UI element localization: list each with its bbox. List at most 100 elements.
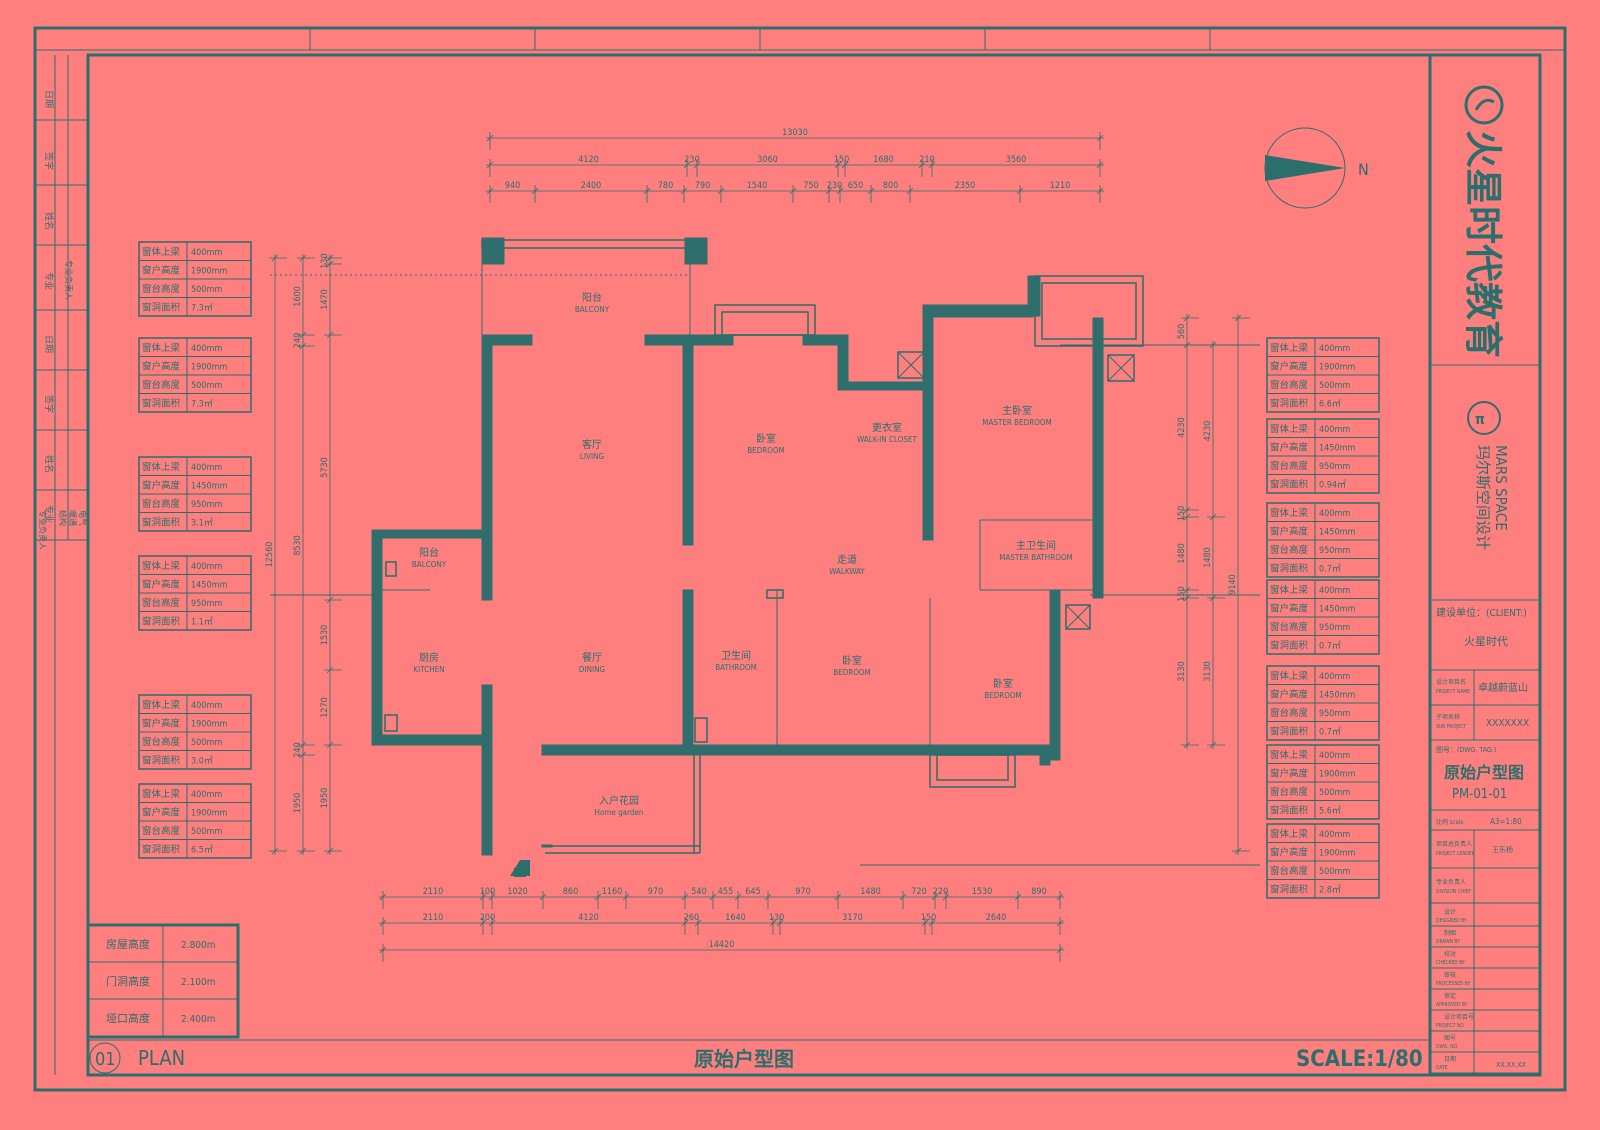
heights-table: 房屋高度 2.800m 门洞高度 2.100m 垭口高度 2.400m xyxy=(86,923,240,1039)
tb-row-cn: 制图 xyxy=(1444,929,1456,937)
project-label: 设计项目名 xyxy=(1436,678,1466,686)
window-row-value: 500mm xyxy=(1319,788,1350,798)
drawing-code: PM-01-01 xyxy=(1452,787,1507,802)
dim-label: 150 xyxy=(921,913,936,923)
north-arrow-icon: N xyxy=(1264,127,1369,209)
window-row-value: 950mm xyxy=(1319,623,1350,633)
dim-label: 2400 xyxy=(581,181,602,191)
dim-label: 2350 xyxy=(955,181,976,191)
dim-label: 1270 xyxy=(320,697,330,718)
dim-label: 4120 xyxy=(578,913,599,923)
dim-label: 970 xyxy=(648,887,663,897)
dim-label: 720 xyxy=(911,887,926,897)
window-row-label: 窗洞面积 xyxy=(1270,398,1309,410)
project-label-en: PROJECT NAME xyxy=(1436,689,1470,695)
room-name-cn: 主卧室 xyxy=(1002,404,1032,417)
dim-label: 2110 xyxy=(423,887,444,897)
window-row-value: 0.7㎡ xyxy=(1319,727,1341,738)
window-row-label: 窗体上梁 xyxy=(1270,670,1309,682)
window-row-value: 400mm xyxy=(1319,586,1350,596)
window-row-label: 窗台高度 xyxy=(1270,707,1309,719)
window-row-label: 窗户高度 xyxy=(142,579,181,591)
window-row-value: 400mm xyxy=(1319,830,1350,840)
north-label: N xyxy=(1358,160,1369,179)
window-row-label: 窗洞面积 xyxy=(1270,563,1309,575)
dim-label: 560 xyxy=(1177,324,1187,339)
tb-row-en: DESIGNED BY xyxy=(1436,918,1467,924)
room-name-cn: 入户花园 xyxy=(599,794,639,807)
window-row-label: 窗台高度 xyxy=(1270,621,1309,633)
sub-brand-en: MARS SPACE xyxy=(1492,445,1510,531)
tb-row-cn: 设计项目号 xyxy=(1444,1013,1474,1021)
room-name-cn: 卧室 xyxy=(842,654,862,667)
window-row-value: 1450mm xyxy=(191,482,227,492)
window-row-value: 3.1㎡ xyxy=(191,518,213,529)
room-name-cn: 主卫生间 xyxy=(1016,539,1056,552)
margin-label-major-1: 专业 xyxy=(43,272,55,290)
margin-label-sign-1: 签字 xyxy=(43,152,55,170)
window-row-label: 窗洞面积 xyxy=(142,616,181,628)
window-row-label: 窗体上梁 xyxy=(142,342,181,354)
room-name-cn: 厨房 xyxy=(419,651,439,664)
tb-row-en: CHECKED BY xyxy=(1436,960,1465,966)
window-row-value: 6.5㎡ xyxy=(191,845,213,856)
dim-label: 1530 xyxy=(972,887,993,897)
heights-label-0: 房屋高度 xyxy=(106,937,150,951)
window-row-value: 500mm xyxy=(191,381,222,391)
window-row-label: 窗体上梁 xyxy=(1270,342,1309,354)
margin-label-name-1: 姓名 xyxy=(43,212,55,230)
tb-row-en: PROJECT NO. xyxy=(1436,1023,1465,1029)
dim-label: 150 xyxy=(1177,586,1187,601)
window-row-value: 1900mm xyxy=(1319,770,1355,780)
window-row-label: 窗体上梁 xyxy=(142,699,181,711)
window-row-value: 0.7㎡ xyxy=(1319,564,1341,575)
dim-label: 9140 xyxy=(1228,574,1238,595)
window-row-value: 400mm xyxy=(1319,672,1350,682)
margin-label-name-2: 姓名 xyxy=(43,455,55,473)
room-name-cn: 卧室 xyxy=(756,432,776,445)
window-row-value: 400mm xyxy=(191,344,222,354)
dim-label: 3560 xyxy=(1006,155,1027,165)
dim-right-total: 9140 xyxy=(1228,314,1250,855)
window-row-label: 窗台高度 xyxy=(142,597,181,609)
dim-label: 240 xyxy=(293,742,303,757)
dim-label: 1530 xyxy=(320,625,330,646)
dim-label: 1020 xyxy=(507,887,528,897)
dim-label: 1480 xyxy=(1203,547,1213,568)
dim-label: 1950 xyxy=(320,788,330,809)
window-row-label: 窗台高度 xyxy=(142,283,181,295)
dim-label: 1210 xyxy=(1050,181,1071,191)
chief-label: 专业负责人 xyxy=(1436,878,1466,886)
window-row-label: 窗台高度 xyxy=(1270,544,1309,556)
window-row-label: 窗洞面积 xyxy=(1270,726,1309,738)
dim-label: 1480 xyxy=(860,887,881,897)
window-row-value: 950mm xyxy=(191,500,222,510)
title-block: 火星时代教育 π MARS SPACE 玛尔斯空间设计 建设单位：(CLIENT… xyxy=(1428,55,1540,1075)
dim-label: 220 xyxy=(933,887,948,897)
room-name-en: WALKWAY xyxy=(829,567,865,576)
svg-text:π: π xyxy=(1475,412,1485,428)
dim-label: 455 xyxy=(718,887,733,897)
window-row-label: 窗台高度 xyxy=(1270,460,1309,472)
dim-label: 1480 xyxy=(1177,543,1187,564)
room-name-cn: 更衣室 xyxy=(872,421,902,434)
sub-project-label-en: SUB PROJECT xyxy=(1436,724,1466,730)
tb-row-en: PROCESSED BY xyxy=(1436,981,1471,987)
window-row-label: 窗体上梁 xyxy=(1270,749,1309,761)
window-row-label: 窗户高度 xyxy=(142,265,181,277)
window-row-label: 窗户高度 xyxy=(142,718,181,730)
dim-label: 1680 xyxy=(873,155,894,165)
margin-label-hvac: 暖通 xyxy=(68,510,78,526)
